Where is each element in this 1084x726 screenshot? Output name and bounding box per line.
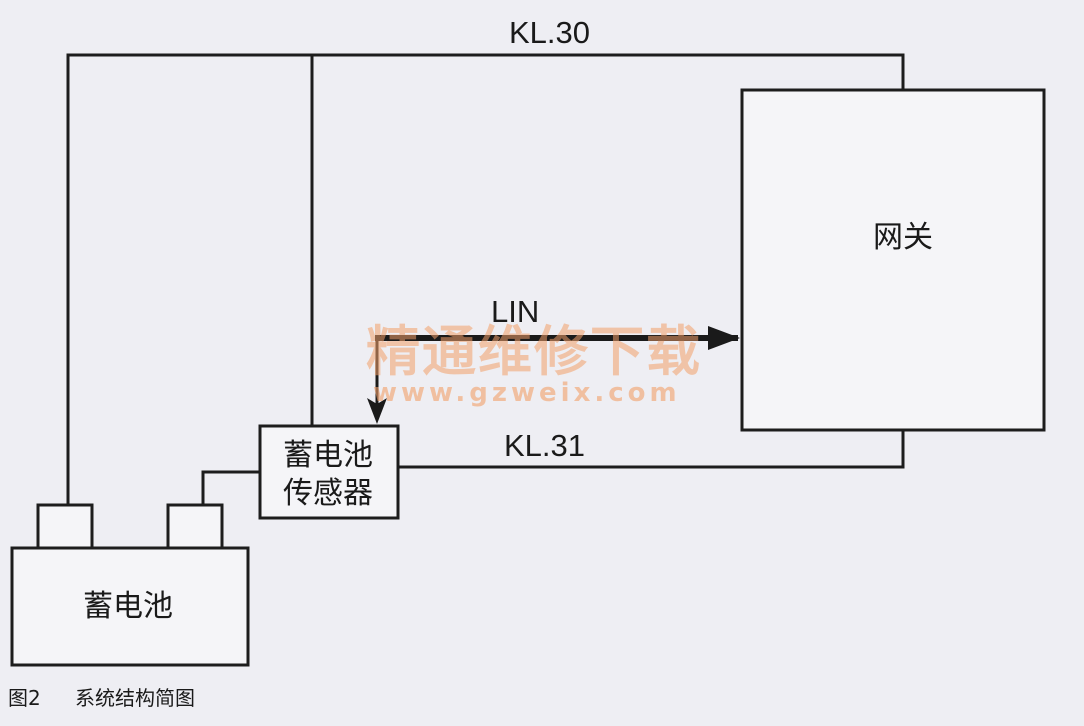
kl30-wire <box>66 53 905 505</box>
battery-sensor-label-line2: 传感器 <box>283 476 373 511</box>
lin-arrowhead-down <box>367 398 387 424</box>
battery-negative-terminal <box>166 503 224 550</box>
watermark-url: www.gzweix.com <box>373 378 681 408</box>
gateway-label: 网关 <box>873 220 933 255</box>
figure-number: 图2 <box>8 686 41 710</box>
battery-label: 蓄电池 <box>83 589 173 624</box>
watermark-text: 精通维修下载 <box>366 319 702 383</box>
kl31-wire <box>398 430 905 469</box>
kl31-label: KL.31 <box>504 428 585 463</box>
figure-caption: 系统结构简图 <box>75 686 195 710</box>
battery-positive-terminal <box>36 503 94 550</box>
kl30-label: KL.30 <box>509 15 590 50</box>
battery-sensor-label-line1: 蓄电池 <box>283 438 373 473</box>
lin-label: LIN <box>491 294 539 329</box>
battery-sensor-box <box>258 424 400 520</box>
gateway-box <box>740 88 1046 432</box>
battery-box <box>10 546 250 667</box>
lin-arrowhead-right <box>708 326 740 350</box>
battery-negative-wire <box>201 470 260 505</box>
